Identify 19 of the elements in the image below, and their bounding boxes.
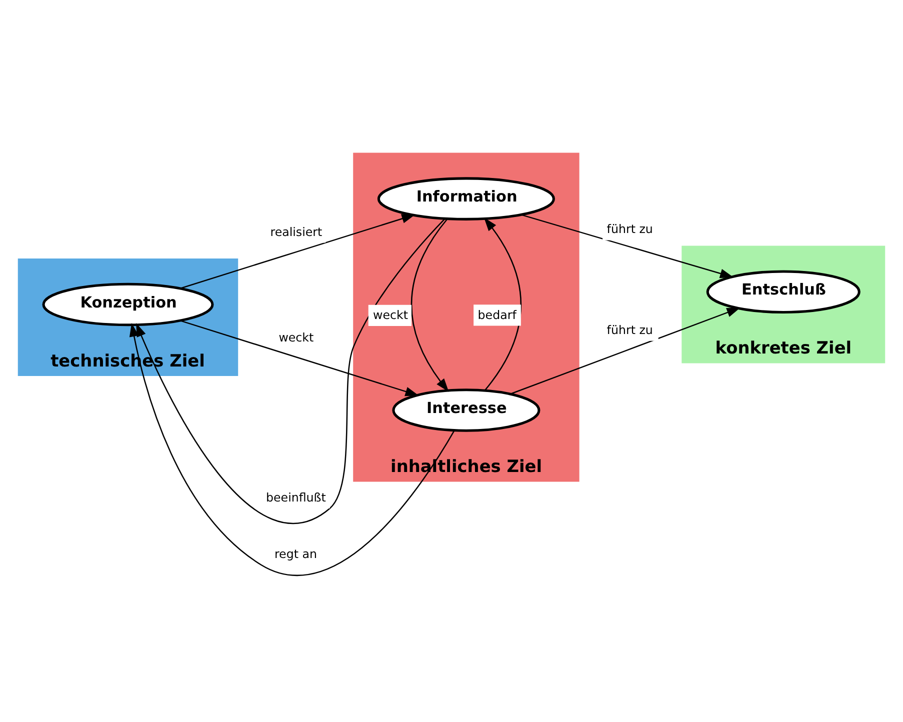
- edge-label: weckt: [373, 308, 408, 322]
- edge-label: realisiert: [270, 224, 322, 239]
- arrow: [180, 214, 416, 290]
- edge-label: weckt: [278, 330, 314, 344]
- arrow: [136, 218, 446, 524]
- arrow: [129, 323, 455, 576]
- arrow: [180, 320, 419, 396]
- edge-label: führt zu: [606, 222, 653, 236]
- arrow: [410, 218, 449, 392]
- node-ellipse: Information: [377, 177, 555, 220]
- edge-label: führt zu: [606, 322, 653, 337]
- edge-label: beeinflußt: [266, 490, 326, 504]
- edge-label: regt an: [274, 546, 317, 561]
- edge-label: bedarf: [478, 308, 516, 322]
- node-ellipse: Interesse: [392, 388, 540, 432]
- arrow: [520, 214, 734, 278]
- arrow: [484, 218, 522, 391]
- node-ellipse: Konzeption: [42, 282, 214, 326]
- arrow: [510, 308, 740, 395]
